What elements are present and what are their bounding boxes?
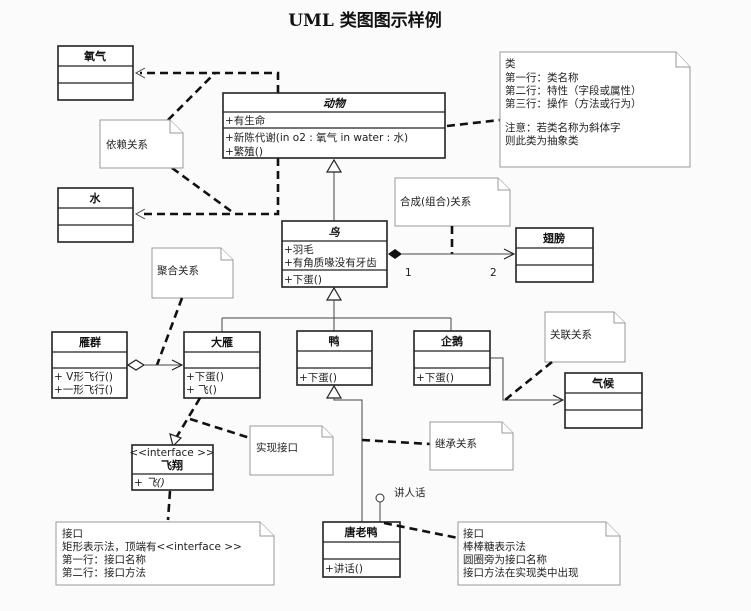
svg-text:+有角质喙没有牙齿: +有角质喙没有牙齿 (284, 256, 377, 269)
class-name: 氧气 (83, 49, 106, 63)
class-wing[interactable]: 翅膀 (515, 227, 594, 283)
realization-goose-fly (169, 397, 251, 448)
svg-text:类: 类 (505, 57, 516, 70)
class-name: 鸭 (329, 334, 340, 348)
svg-text:+一形飞行(): +一形飞行() (54, 383, 113, 396)
class-name: 唐老鸭 (345, 525, 378, 539)
svg-text:圆圈旁为接口名称: 圆圈旁为接口名称 (463, 553, 547, 566)
svg-text:+下蛋(): +下蛋() (299, 372, 337, 384)
dependency-lines (134, 67, 280, 220)
svg-text:接口: 接口 (62, 527, 83, 540)
composition-bird-wing: 1 2 (388, 249, 514, 279)
note-association: 关联关系 (544, 311, 626, 363)
interface-name: 飞翔 (161, 458, 183, 472)
class-flock[interactable]: 雁群 + V形飞行() +一形飞行() (51, 331, 128, 399)
class-animal[interactable]: 动物 +有生命 +新陈代谢(in o2 : 氧气 in water : 水) +… (222, 92, 446, 159)
class-name: 动物 (323, 97, 347, 110)
svg-text:矩形表示法，顶端有<<interface >>: 矩形表示法，顶端有<<interface >> (62, 540, 242, 553)
svg-text:注意：若类名称为斜体字: 注意：若类名称为斜体字 (505, 121, 621, 134)
svg-text:+下蛋(): +下蛋() (186, 371, 224, 383)
diagram-title: UML 类图图示样例 (288, 10, 442, 31)
class-water[interactable]: 水 (57, 187, 134, 243)
stereotype: <<interface >> (129, 447, 214, 459)
svg-text:+有生命: +有生命 (225, 114, 266, 127)
svg-text:棒棒糖表示法: 棒棒糖表示法 (463, 540, 526, 553)
svg-text:+ 飞(): + 飞() (134, 477, 165, 489)
class-donald-duck[interactable]: 唐老鸭 +讲话() (322, 521, 401, 578)
svg-text:+羽毛: +羽毛 (284, 244, 314, 256)
generalization-bird-animal (325, 158, 343, 221)
class-goose[interactable]: 大雁 +下蛋() + 飞() (183, 331, 261, 399)
class-bird[interactable]: 鸟 +羽毛 +有角质喙没有牙齿 +下蛋() (281, 220, 388, 288)
generalization-tree (221, 286, 452, 332)
note-class: 类 第一行：类名称 第二行：特性（字段或属性） 第三行：操作（方法或行为） 注意… (499, 51, 691, 168)
svg-text:接口方法在实现类中出现: 接口方法在实现类中出现 (463, 566, 579, 579)
class-name: 翅膀 (542, 231, 565, 245)
note-inheritance: 继承关系 (429, 421, 514, 471)
class-oxygen[interactable]: 氧气 (57, 45, 134, 101)
svg-text:+繁殖(): +繁殖() (225, 145, 263, 158)
svg-text:+下蛋(): +下蛋() (416, 372, 454, 384)
svg-text:第一行：接口名称: 第一行：接口名称 (62, 553, 146, 566)
note-composition: 合成(组合)关系 (394, 177, 511, 227)
aggregation-flock-goose (126, 359, 182, 371)
class-name: 雁群 (79, 335, 101, 349)
svg-text:+ V形飞行(): + V形飞行() (54, 370, 113, 383)
lollipop-label: 讲人话 (394, 486, 426, 499)
svg-text:+ 飞(): + 飞() (186, 384, 217, 396)
lollipop-interface: 讲人话 (375, 486, 426, 522)
svg-text:第二行：接口方法: 第二行：接口方法 (62, 566, 146, 579)
note-interface-rect: 接口 矩形表示法，顶端有<<interface >> 第一行：接口名称 第二行：… (55, 521, 275, 586)
svg-text:合成(组合)关系: 合成(组合)关系 (400, 195, 471, 208)
svg-text:依赖关系: 依赖关系 (106, 138, 148, 151)
svg-text:接口: 接口 (463, 527, 484, 540)
svg-text:+新陈代谢(in o2 : 氧气 in water : 水: +新陈代谢(in o2 : 氧气 in water : 水) (225, 131, 408, 144)
interface-fly[interactable]: <<interface >> 飞翔 + 飞() (129, 444, 215, 491)
note-interface-lollipop: 接口 棒棒糖表示法 圆圈旁为接口名称 接口方法在实现类中出现 (457, 521, 621, 586)
class-name: 水 (90, 191, 102, 205)
class-name: 企鹅 (440, 334, 463, 348)
svg-text:则此类为抽象类: 则此类为抽象类 (505, 134, 579, 147)
note-dependency: 依赖关系 (99, 119, 184, 169)
svg-text:关联关系: 关联关系 (550, 328, 592, 341)
class-penguin[interactable]: 企鹅 +下蛋() (413, 330, 491, 386)
class-climate[interactable]: 气候 (564, 372, 643, 429)
multiplicity-bird: 1 (405, 267, 412, 279)
association-penguin-climate (490, 357, 563, 400)
multiplicity-wing: 2 (490, 267, 497, 279)
note-aggregation: 聚合关系 (151, 247, 234, 299)
svg-text:第二行：特性（字段或属性）: 第二行：特性（字段或属性） (505, 84, 642, 97)
svg-text:第三行：操作（方法或行为）: 第三行：操作（方法或行为） (505, 97, 642, 110)
svg-text:实现接口: 实现接口 (256, 441, 298, 454)
note-realization: 实现接口 (249, 425, 334, 476)
class-name: 鸟 (329, 226, 341, 239)
svg-text:聚合关系: 聚合关系 (157, 264, 199, 277)
svg-text:第一行：类名称: 第一行：类名称 (505, 71, 579, 84)
class-duck[interactable]: 鸭 +下蛋() (296, 330, 373, 386)
generalization-donald-duck (325, 384, 431, 522)
svg-text:继承关系: 继承关系 (435, 437, 477, 450)
svg-text:+讲话(): +讲话() (325, 562, 363, 575)
class-name: 气候 (591, 376, 615, 390)
svg-text:+下蛋(): +下蛋() (284, 274, 322, 286)
class-name: 大雁 (211, 335, 233, 349)
